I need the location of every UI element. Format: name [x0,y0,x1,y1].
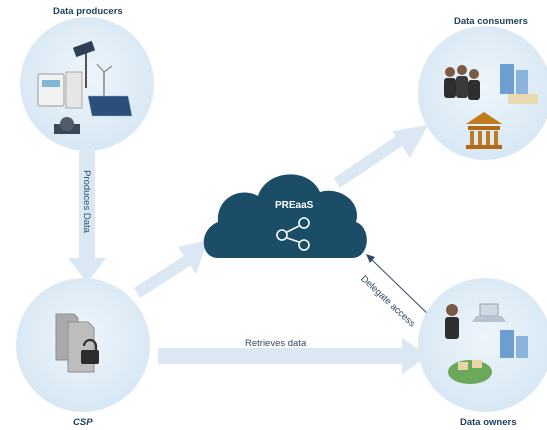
arrow-cloud-to-consumers [334,125,428,188]
wind-turbine-icon [96,63,113,96]
graph-icon [276,217,310,251]
office-buildings-icon [500,330,528,358]
consumers-label: Data consumers [454,16,528,27]
owners-label: Data owners [460,417,517,428]
csp-label: CSP [73,417,93,428]
arrow-delegate-access [366,254,433,319]
arrow-csp-to-owners [158,338,428,374]
arrow-csp-to-cloud [134,240,208,298]
neighborhood-icon [448,360,492,384]
water-meter-icon [54,117,80,134]
retrieves-data-label: Retrieves data [245,338,307,349]
bank-icon [466,112,502,149]
arrow-producers-to-csp [68,150,106,283]
solar-streetlight-icon [72,40,96,88]
person-icon [445,304,459,339]
preaas-label: PREaaS [275,200,314,211]
smart-meter-icon [37,71,83,109]
producers-label: Data producers [53,6,123,17]
lock-icon [81,338,99,364]
solar-panel-icon [87,95,133,117]
laptop-icon [472,303,506,322]
preaas-cloud [203,174,367,258]
group-of-people-icon [444,65,480,100]
produces-data-label: Produces Data [80,170,92,233]
data-center-icon [500,64,538,104]
consumers-circle [418,26,547,160]
